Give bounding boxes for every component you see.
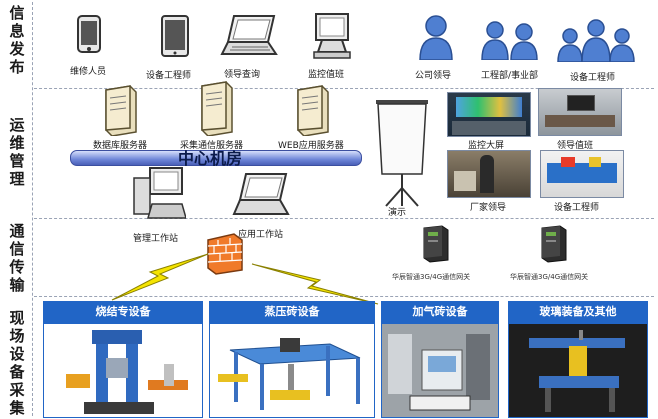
- projector-screen-icon: [376, 100, 428, 207]
- category-header-sintering: 烧结专设备: [43, 301, 203, 323]
- sintering-equipment-image: [43, 323, 203, 418]
- gantry-machine-illustration: [218, 338, 361, 410]
- person-label: 工程部/事业部: [481, 71, 539, 81]
- glass-equipment-image: [508, 323, 648, 418]
- wireless-signal-bolt-icon: [111, 253, 209, 301]
- device-label: 监控值班: [308, 70, 345, 80]
- leader-duty-photo: [538, 88, 622, 136]
- category-header-autoclaved-brick: 蒸压砖设备: [209, 301, 375, 323]
- group-person-icon: [481, 21, 538, 60]
- photo-label: 厂家领导: [470, 203, 507, 213]
- desktop-computer-icon: [313, 13, 351, 59]
- layer-title-ops: 运维管理: [9, 116, 25, 188]
- person-icon: [419, 15, 453, 60]
- layer-divider-2: [34, 218, 654, 219]
- layer-divider-1: [34, 88, 654, 89]
- vendor-leader-photo: [447, 150, 531, 198]
- tablet-icon: [161, 15, 189, 57]
- workstation-label: 应用工作站: [238, 230, 284, 240]
- server-label: 数据库服务器: [93, 141, 148, 151]
- layer-title-comm: 通信传输: [9, 222, 25, 294]
- photo-label: 监控大屏: [468, 141, 505, 151]
- layer-divider-vertical: [32, 2, 33, 416]
- glass-line-illustration: [509, 324, 647, 417]
- photo-label: 领导值班: [557, 141, 594, 151]
- aerated-brick-equipment-image: [381, 323, 499, 418]
- gateway-label: 华辰智通3G/4G通信网关: [392, 273, 471, 281]
- server-label: WEB应用服务器: [278, 141, 344, 151]
- category-header-glass-equipment: 玻璃装备及其他: [508, 301, 648, 323]
- photo-label: 设备工程师: [554, 203, 600, 213]
- layer-title-field: 现场设备采集: [9, 309, 25, 417]
- phone-icon: [77, 15, 101, 53]
- group-person-icon: [557, 19, 635, 62]
- firewall-icon: [207, 233, 243, 275]
- workstation-icon: [133, 167, 186, 219]
- network-backbone-pipe: [70, 150, 362, 166]
- server-label: 采集通信服务器: [180, 141, 244, 151]
- device-label: 设备工程师: [146, 71, 192, 81]
- server-icon: [201, 81, 233, 136]
- layer-title-publish: 信息发布: [9, 4, 25, 76]
- gateway-device-icon: [423, 225, 449, 263]
- gateway-device-icon: [541, 225, 567, 263]
- projector-label: 演示: [388, 208, 407, 218]
- press-machine-illustration: [66, 330, 188, 414]
- category-header-aerated-brick: 加气砖设备: [381, 301, 499, 323]
- factory-floor-illustration: [382, 324, 498, 417]
- device-label: 领导查询: [224, 70, 261, 80]
- laptop-icon: [220, 15, 278, 55]
- laptop-icon: [232, 173, 290, 215]
- device-label: 维修人员: [70, 67, 107, 77]
- engineer-photo: [540, 150, 624, 198]
- server-icon: [297, 85, 329, 136]
- gateway-label: 华辰智通3G/4G通信网关: [510, 273, 589, 281]
- server-icon: [105, 85, 137, 136]
- person-label: 设备工程师: [570, 73, 616, 83]
- center-room-label: 中心机房: [178, 149, 243, 168]
- autoclaved-brick-equipment-image: [209, 323, 375, 418]
- monitor-wall-photo: [447, 92, 531, 137]
- wireless-signal-bolt-icon: [251, 263, 379, 305]
- person-label: 公司领导: [415, 71, 452, 81]
- workstation-label: 管理工作站: [133, 234, 179, 244]
